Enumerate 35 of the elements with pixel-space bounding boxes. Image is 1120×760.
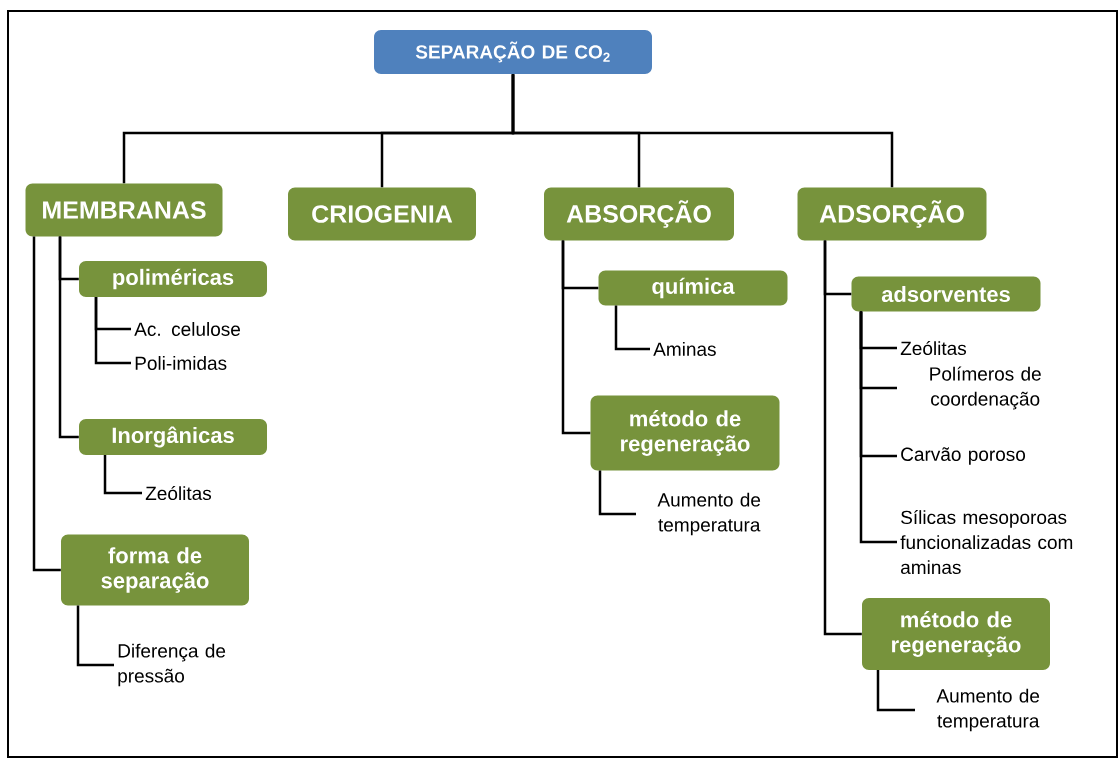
connector-line: [94, 297, 131, 365]
category-box: ABSORÇÃO: [544, 187, 734, 241]
connector-line: [614, 305, 650, 351]
leaf-text: Ac. celulose: [134, 322, 240, 336]
subcategory-box: método de regeneração: [862, 598, 1050, 670]
connector-line: [511, 74, 894, 188]
leaf-text: Zeólitas: [900, 340, 967, 356]
category-box: MEMBRANAS: [25, 183, 223, 237]
connector-line: [876, 670, 915, 712]
leaf-text: Poli-imidas: [135, 356, 227, 370]
leaf-text: Aumento de temperatura: [657, 492, 761, 536]
root-box: SEPARAÇÃO DE CO$_{2}$: [374, 30, 652, 74]
leaf-text: Diferença de pressão: [118, 643, 226, 687]
connector-line: [859, 311, 897, 544]
category-box: ADSORÇÃO: [797, 187, 987, 241]
connector-line: [32, 236, 61, 572]
leaf-text: Aumento de temperatura: [936, 688, 1040, 732]
leaf-text: Polímeros de coordenação: [930, 366, 1041, 410]
subcategory-box: Inorgânicas: [79, 419, 267, 455]
subcategory-box: método de regeneração: [590, 395, 780, 471]
connector-line: [76, 605, 114, 667]
connector-line: [561, 240, 591, 435]
subcategory-box: forma de separação: [61, 534, 249, 606]
leaf-text: Aminas: [653, 342, 716, 356]
connector-line: [823, 240, 862, 636]
connector-line: [103, 455, 142, 495]
subcategory-box: poliméricas: [79, 261, 267, 297]
category-box: CRIOGENIA: [288, 187, 476, 241]
leaf-text: Zeólitas: [145, 485, 212, 501]
subcategory-box: química: [598, 270, 788, 306]
connector-line: [598, 470, 636, 516]
leaf-text: Sílicas mesoporoas funcionalizadas com aminas: [900, 509, 1073, 575]
connector-line: [58, 236, 79, 439]
leaf-text: Carvão poroso: [901, 447, 1026, 465]
subcategory-box: adsorventes: [851, 276, 1041, 312]
